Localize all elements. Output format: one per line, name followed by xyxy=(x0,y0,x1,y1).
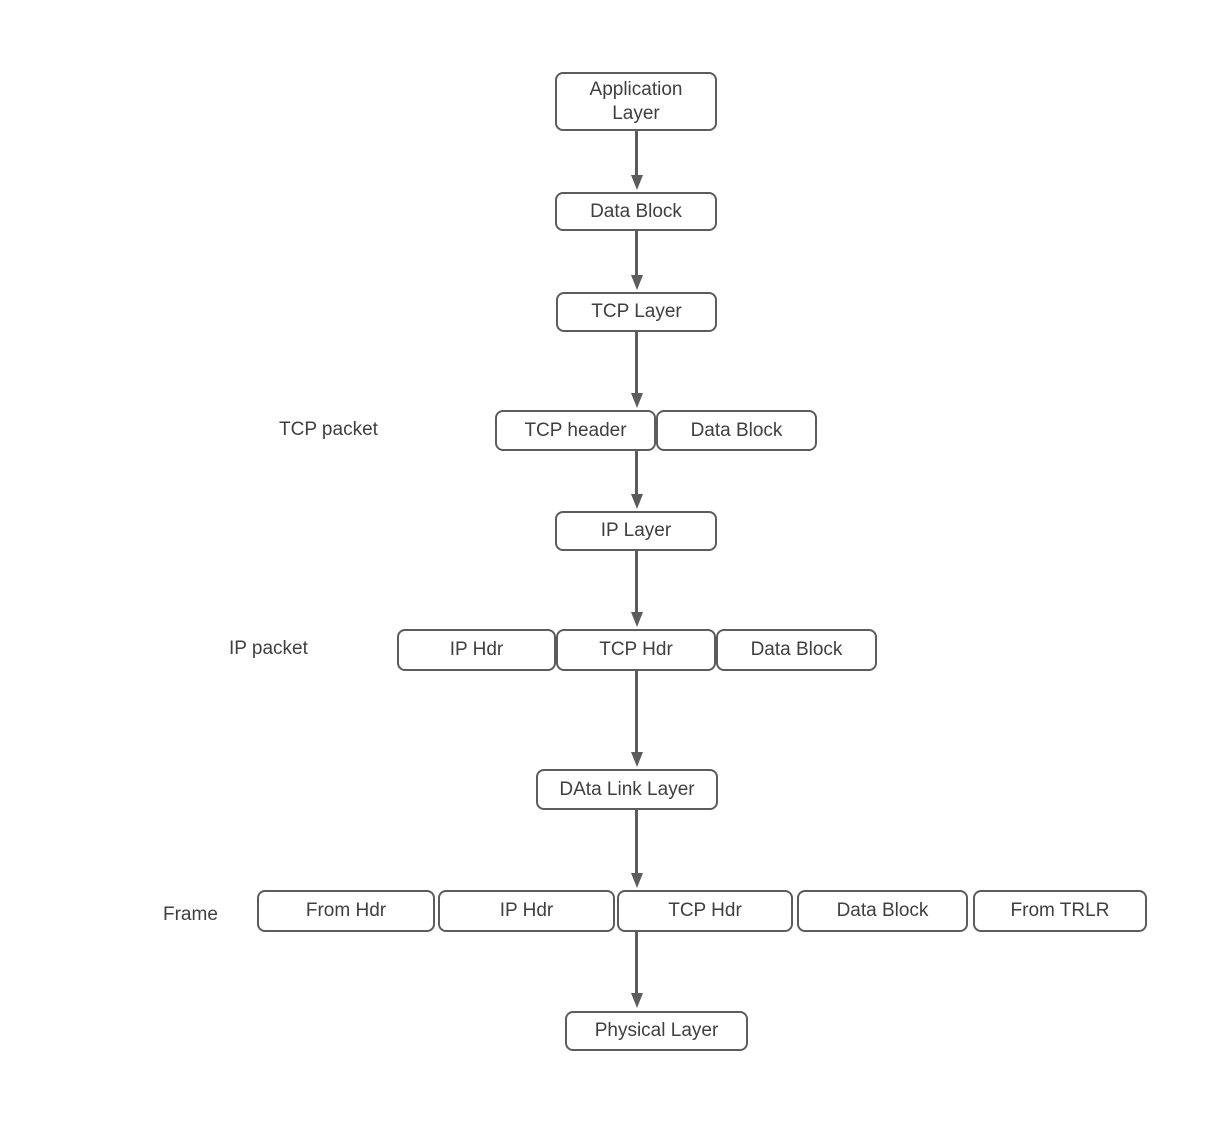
node-label: TCP Hdr xyxy=(599,639,673,661)
node-physical-layer[interactable]: Physical Layer xyxy=(565,1011,748,1051)
node-label: From Hdr xyxy=(305,900,387,922)
node-label: IP Layer xyxy=(600,520,672,542)
arrowhead-icon xyxy=(630,993,643,1008)
row-label-frame: Frame xyxy=(163,904,218,925)
node-tcp-header[interactable]: TCP header xyxy=(495,410,656,451)
arrow-ippacket-to-datalink xyxy=(630,671,643,767)
node-tcp-hdr-frame[interactable]: TCP Hdr xyxy=(617,890,793,932)
arrow-frame-to-physical xyxy=(630,931,643,1008)
arrow-line xyxy=(635,332,638,393)
node-label: Application Layer xyxy=(589,78,683,124)
node-ip-layer[interactable]: IP Layer xyxy=(555,511,717,551)
arrowhead-icon xyxy=(630,275,643,290)
node-label: TCP header xyxy=(524,419,627,441)
arrow-line xyxy=(635,131,638,175)
arrow-line xyxy=(635,931,638,993)
node-label: Data Block xyxy=(690,419,783,441)
arrow-line xyxy=(635,231,638,275)
arrow-line xyxy=(635,551,638,612)
arrow-line xyxy=(635,671,638,752)
node-data-block-tcp[interactable]: Data Block xyxy=(656,410,817,451)
node-from-trlr[interactable]: From TRLR xyxy=(973,890,1147,932)
node-label: Physical Layer xyxy=(594,1020,719,1042)
node-data-block-application[interactable]: Data Block xyxy=(555,192,717,231)
node-data-block-ip[interactable]: Data Block xyxy=(716,629,877,671)
node-label: Data Block xyxy=(836,900,929,922)
arrowhead-icon xyxy=(630,873,643,888)
node-label: DAta Link Layer xyxy=(559,778,695,800)
arrow-iplayer-to-ippacket xyxy=(630,551,643,627)
node-label: Data Block xyxy=(590,200,682,222)
node-label: From TRLR xyxy=(1010,900,1110,922)
node-tcp-layer[interactable]: TCP Layer xyxy=(556,292,717,332)
arrowhead-icon xyxy=(630,752,643,767)
arrow-tcplayer-to-tcppacket xyxy=(630,332,643,408)
arrowhead-icon xyxy=(630,494,643,509)
arrow-application-to-datablock xyxy=(630,131,643,190)
node-data-link-layer[interactable]: DAta Link Layer xyxy=(536,769,718,810)
arrow-tcppacket-to-iplayer xyxy=(630,451,643,509)
node-label: IP Hdr xyxy=(499,900,554,922)
node-label: IP Hdr xyxy=(449,639,504,661)
row-label-ip-packet: IP packet xyxy=(229,638,308,659)
node-label: TCP Layer xyxy=(591,301,682,323)
arrow-line xyxy=(635,451,638,494)
node-data-block-frame[interactable]: Data Block xyxy=(797,890,968,932)
node-application-layer[interactable]: Application Layer xyxy=(555,72,717,131)
node-label: Data Block xyxy=(750,639,843,661)
arrowhead-icon xyxy=(630,612,643,627)
node-ip-hdr-frame[interactable]: IP Hdr xyxy=(438,890,615,932)
arrowhead-icon xyxy=(630,393,643,408)
arrow-datablock-to-tcplayer xyxy=(630,231,643,290)
node-tcp-hdr[interactable]: TCP Hdr xyxy=(556,629,716,671)
row-label-tcp-packet: TCP packet xyxy=(279,419,378,440)
arrow-datalink-to-frame xyxy=(630,810,643,888)
arrowhead-icon xyxy=(630,175,643,190)
node-label: TCP Hdr xyxy=(668,900,742,922)
node-ip-hdr[interactable]: IP Hdr xyxy=(397,629,556,671)
arrow-line xyxy=(635,810,638,873)
node-from-hdr[interactable]: From Hdr xyxy=(257,890,435,932)
